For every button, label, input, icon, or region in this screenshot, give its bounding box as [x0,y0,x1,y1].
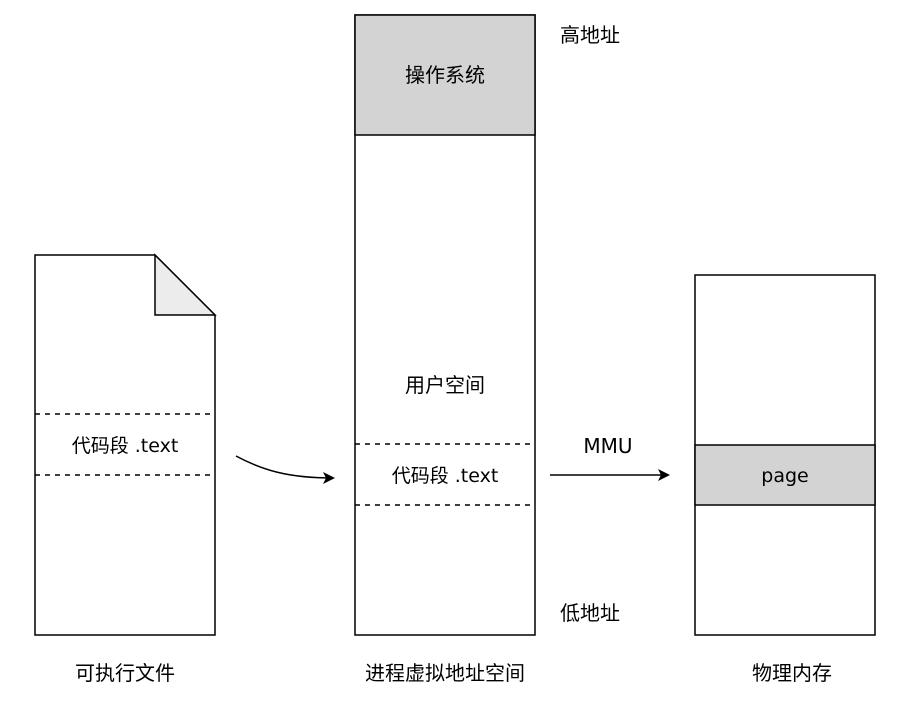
executable-file: 代码段 .text [34,253,217,636]
low-address-label: 低地址 [560,601,620,625]
load-arrow [235,455,335,484]
user-space-label: 用户空间 [405,373,485,397]
os-region [354,14,536,136]
virtual-address-space: 操作系统 用户空间 代码段 .text [354,14,536,636]
high-address-label: 高地址 [560,23,620,47]
virtual-space-caption: 进程虚拟地址空间 [365,661,525,685]
os-region-label: 操作系统 [405,63,485,87]
physical-memory-caption: 物理内存 [752,661,832,685]
executable-file-fold-icon [154,253,217,316]
page-block [694,444,876,506]
physical-memory: page [694,274,876,636]
executable-file-body [34,254,216,636]
executable-code-segment-label: 代码段 .text [72,435,179,457]
virtual-code-segment-label: 代码段 .text [392,465,499,487]
page-label: page [761,465,808,487]
executable-file-caption: 可执行文件 [75,661,175,685]
mmu-label: MMU [583,434,632,458]
